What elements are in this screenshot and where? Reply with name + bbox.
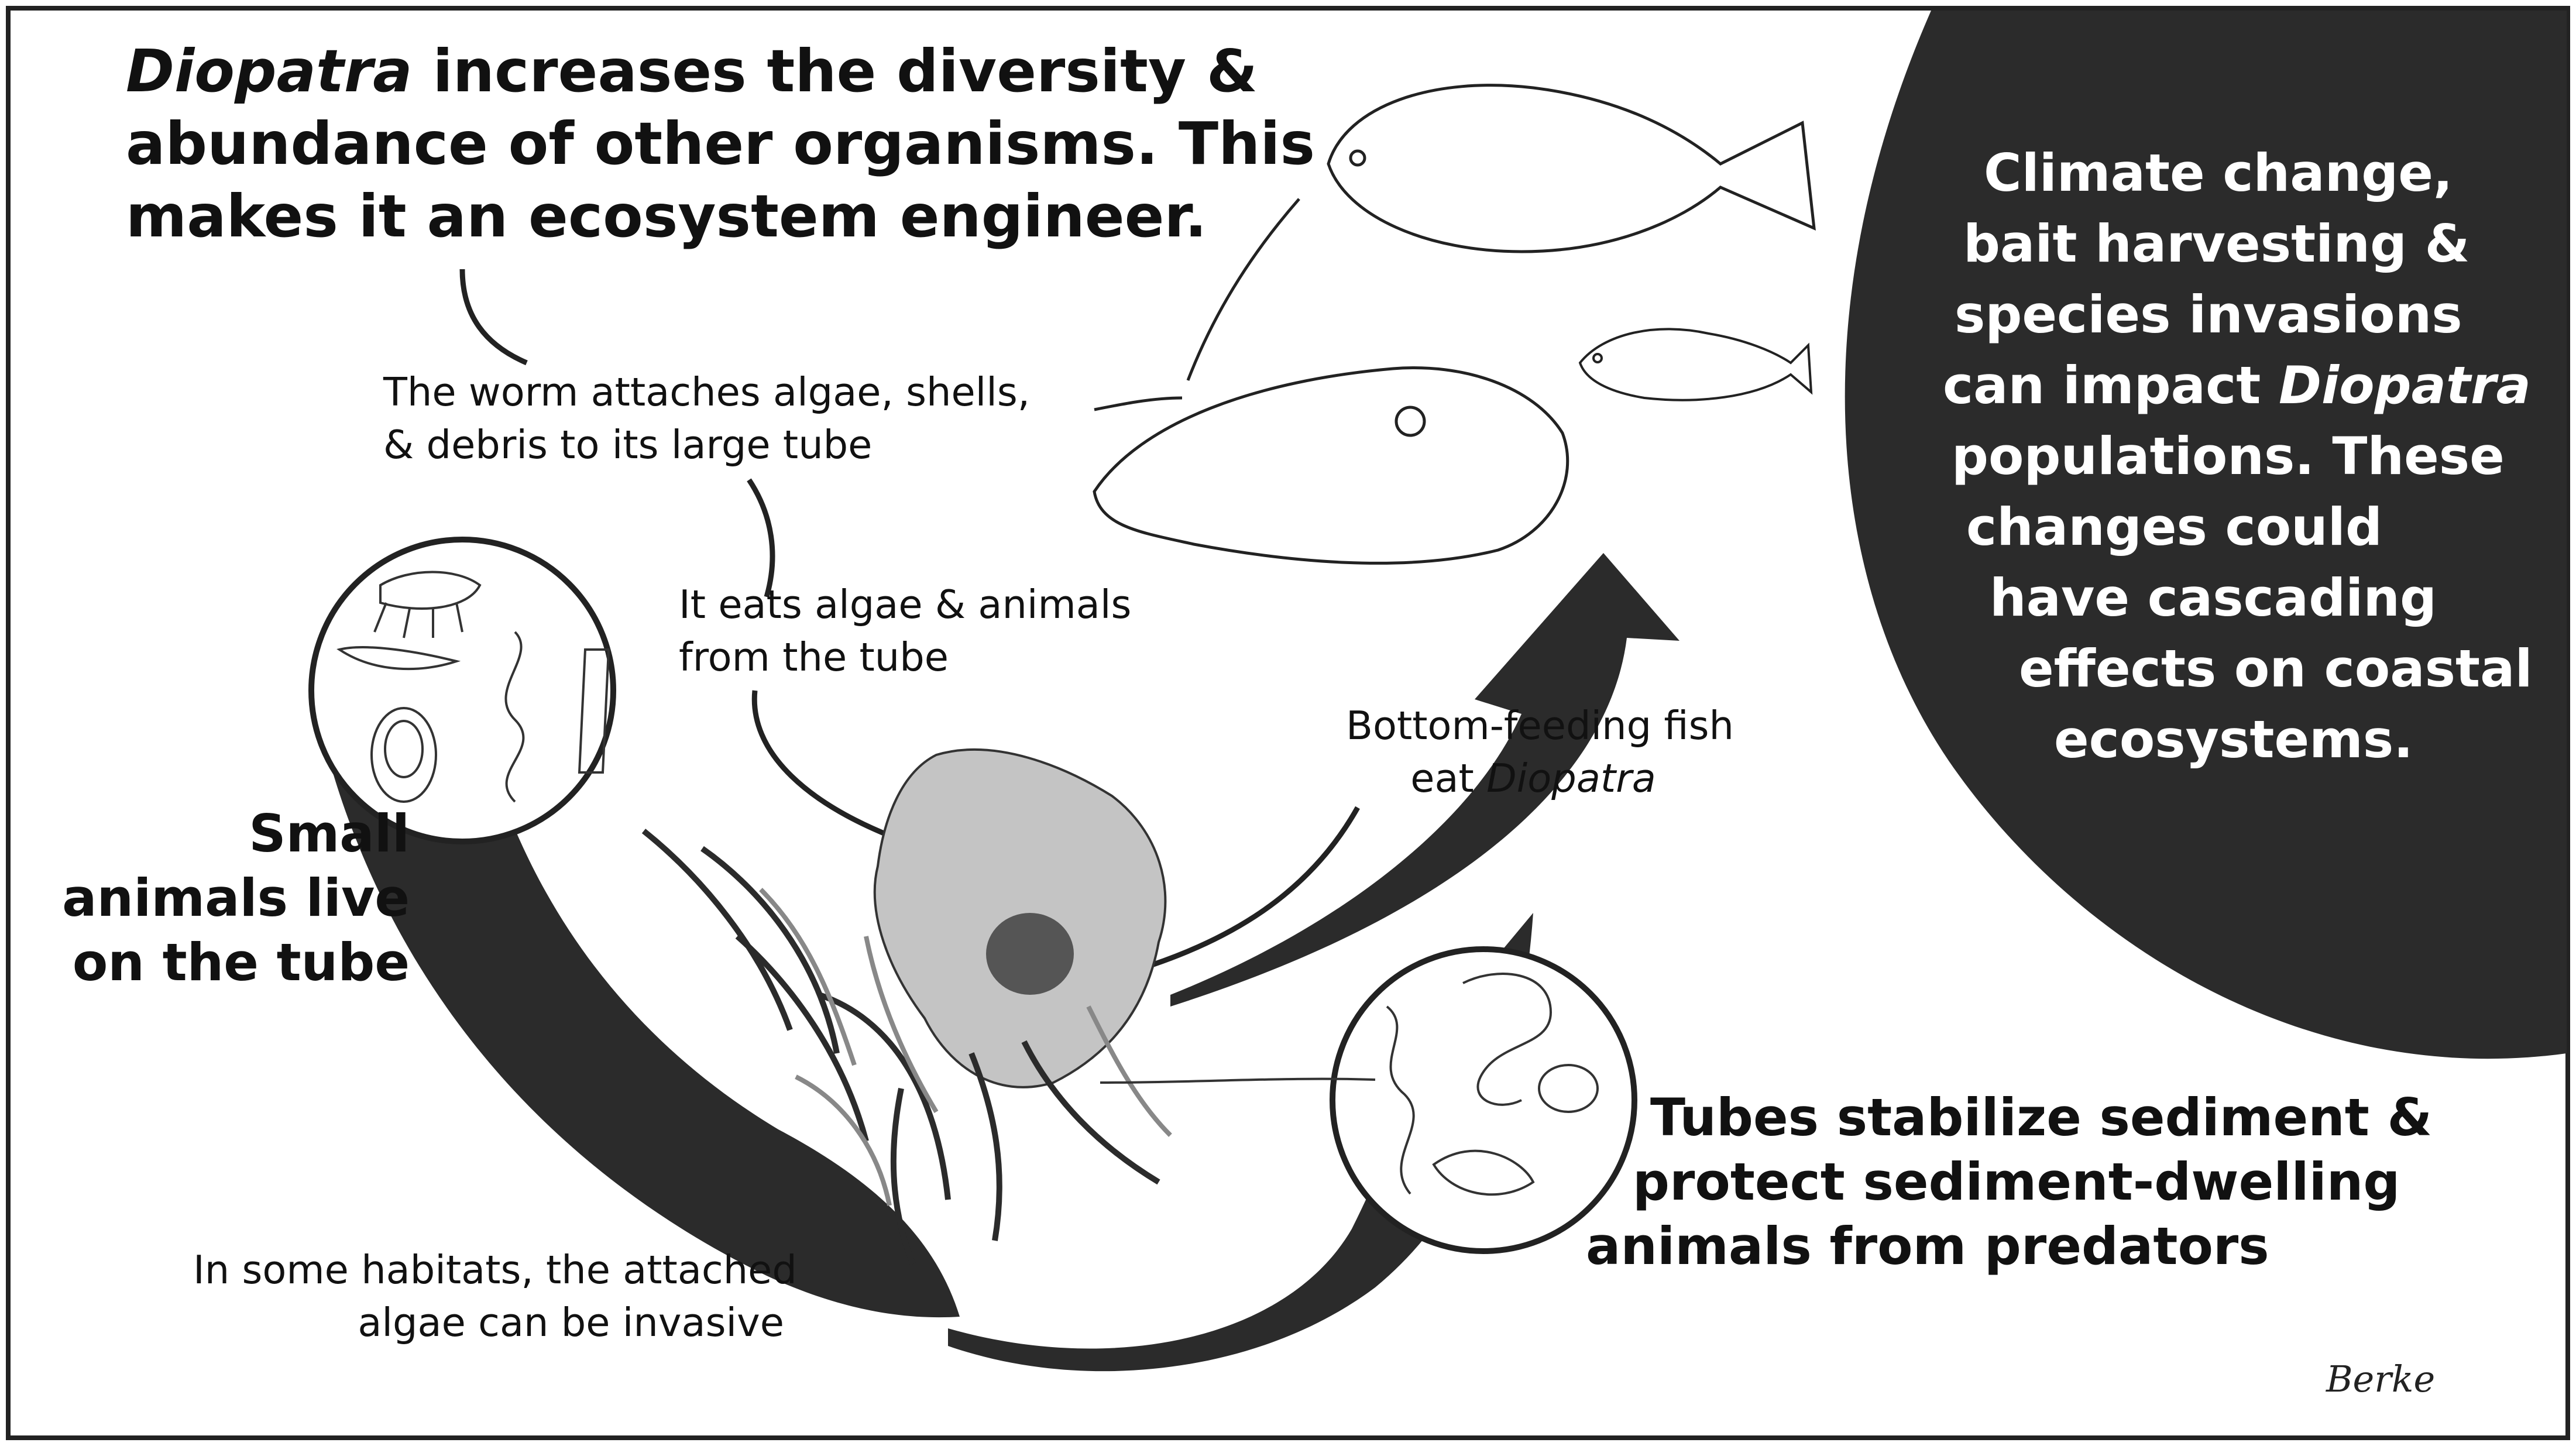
small-animals-line3: on the tube bbox=[72, 932, 410, 992]
eats-label-line1: It eats algae & animals bbox=[679, 582, 1132, 627]
left-ribbon bbox=[328, 726, 960, 1318]
invasive-label-line2: algae can be invasive bbox=[358, 1300, 784, 1345]
climate-line1: Climate change, bbox=[1984, 143, 2453, 203]
title-genus: Diopatra bbox=[126, 37, 413, 105]
attach-label-line1: The worm attaches algae, shells, bbox=[383, 369, 1031, 415]
climate-line5: populations. These bbox=[1952, 426, 2505, 486]
leader-line-title bbox=[459, 269, 528, 366]
climate-line9: ecosystems. bbox=[2054, 709, 2413, 770]
tubes-line3: animals from predators bbox=[1586, 1216, 2269, 1276]
bottom-ribbon bbox=[948, 913, 1533, 1372]
small-animals-line1: Small bbox=[249, 803, 410, 864]
climate-line7: have cascading bbox=[1990, 568, 2437, 628]
fish-label-line1: Bottom-feeding fish bbox=[1346, 703, 1734, 748]
climate-line6: changes could bbox=[1966, 497, 2382, 557]
title-line2: abundance of other organisms. This bbox=[126, 109, 1316, 178]
eats-label: It eats algae & animals from the tube bbox=[679, 578, 1131, 683]
frame-border bbox=[6, 6, 2570, 1440]
fish-label: Bottom-feeding fish eat Diopatra bbox=[1346, 699, 1734, 805]
stingray-illustration bbox=[1093, 198, 1569, 565]
tubes-line2: protect sediment-dwelling bbox=[1633, 1152, 2400, 1212]
tubes-label: Tubes stabilize sediment & protect sedim… bbox=[1586, 1086, 2432, 1279]
climate-genus: Diopatra bbox=[2278, 355, 2531, 415]
attach-label: The worm attaches algae, shells, & debri… bbox=[383, 366, 1030, 471]
title-line3: makes it an ecosystem engineer. bbox=[126, 182, 1207, 250]
sediment-animals-circle bbox=[1330, 946, 1637, 1254]
fish-label-genus: Diopatra bbox=[1486, 755, 1656, 801]
title-line1-rest: increases the diversity & bbox=[412, 37, 1258, 105]
artist-signature: Berke bbox=[2326, 1358, 2436, 1400]
leader-line-attach bbox=[747, 478, 775, 598]
eats-label-line2: from the tube bbox=[679, 634, 949, 680]
fish-label-line2-pre: eat bbox=[1410, 755, 1487, 801]
leader-line-eats bbox=[751, 690, 926, 851]
climate-dark-shape bbox=[1845, 11, 2567, 1059]
climate-line3: species invasions bbox=[1955, 284, 2462, 345]
main-title: Diopatra increases the diversity & abund… bbox=[126, 35, 1315, 253]
small-animals-line2: animals live bbox=[62, 868, 410, 928]
climate-text: Climate change, bait harvesting & specie… bbox=[1931, 138, 2533, 775]
invasive-label-line1: In some habitats, the attached bbox=[193, 1247, 797, 1293]
climate-line4-pre: can impact bbox=[1943, 355, 2279, 415]
small-animals-label: Small animals live on the tube bbox=[47, 802, 410, 995]
flounder-illustration bbox=[1327, 84, 1816, 253]
attach-label-line2: & debris to its large tube bbox=[383, 422, 873, 468]
diopatra-tube-illustration bbox=[641, 748, 1376, 1265]
tubes-line1: Tubes stabilize sediment & bbox=[1650, 1087, 2433, 1148]
climate-line8: effects on coastal bbox=[2019, 638, 2533, 699]
climate-line2: bait harvesting & bbox=[1963, 214, 2470, 274]
croaker-illustration bbox=[1578, 328, 1813, 401]
small-animals-circle bbox=[308, 537, 616, 844]
fish-arrow bbox=[1170, 553, 1679, 1007]
invasive-label: In some habitats, the attached algae can… bbox=[193, 1244, 797, 1349]
